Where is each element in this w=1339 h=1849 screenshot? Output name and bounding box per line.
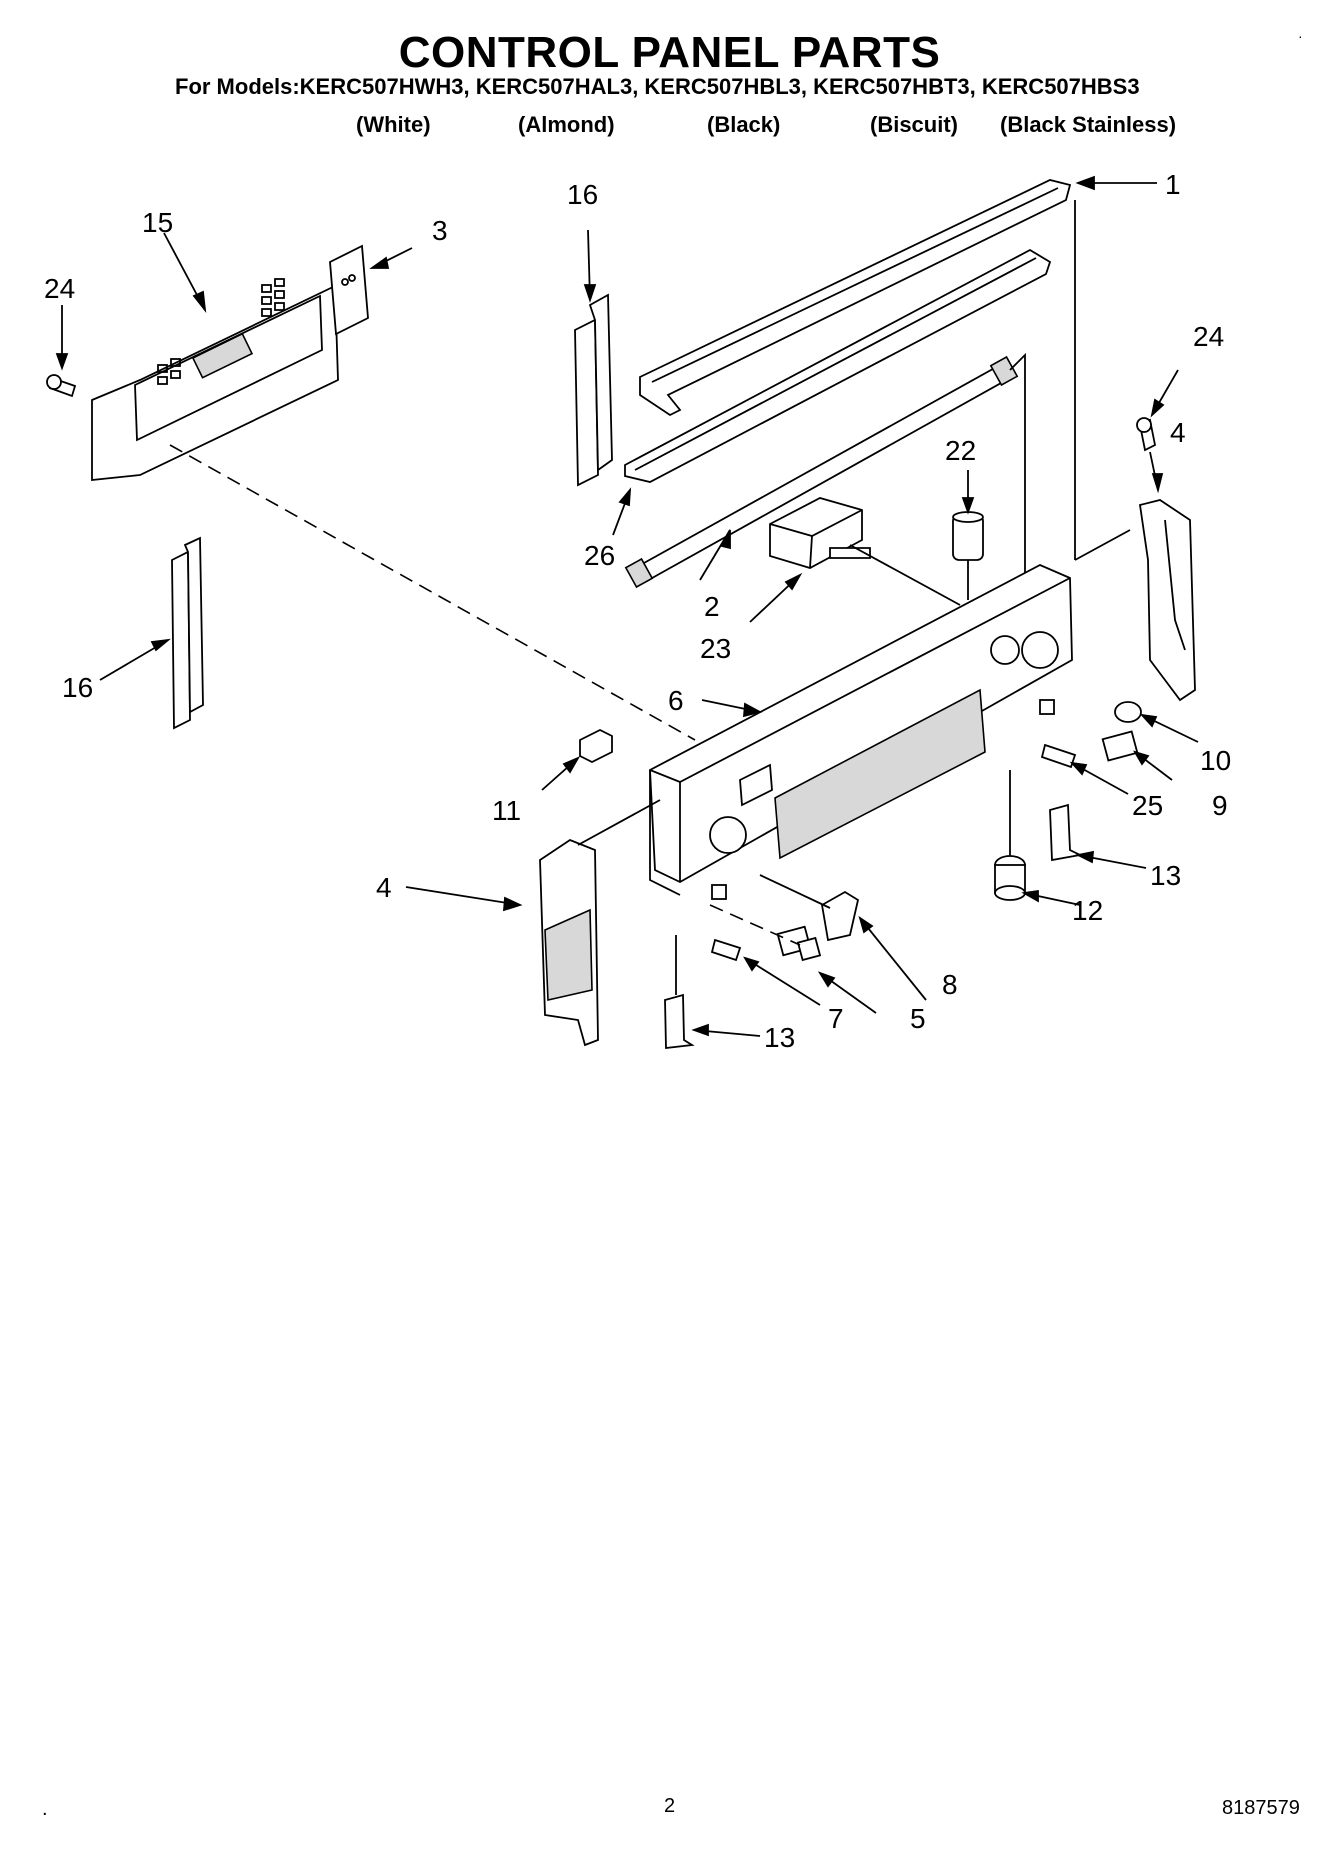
part-11-clip xyxy=(579,728,613,764)
color-label-almond: (Almond) xyxy=(518,112,615,137)
part-4-end-cap-right xyxy=(1138,499,1196,702)
part-15-electronic-control xyxy=(91,278,339,481)
part-23-ballast xyxy=(769,497,871,569)
part-12-lamp-socket xyxy=(994,770,1026,901)
part-26-trim-strip xyxy=(624,248,1052,483)
part-5-switch xyxy=(776,925,822,962)
part-4-end-cap-left xyxy=(539,838,599,1047)
callout-23: 23 xyxy=(700,633,731,664)
part-16-end-strip-lower xyxy=(171,536,204,730)
callout-15: 15 xyxy=(142,207,173,238)
part-3-bracket xyxy=(329,244,369,336)
part-9-switch xyxy=(1101,730,1139,762)
part-2-fluorescent-tube xyxy=(624,352,1026,589)
callout-22: 22 xyxy=(945,435,976,466)
color-label-black: (Black) xyxy=(707,112,781,137)
part-8-knob xyxy=(821,890,860,942)
page-title: CONTROL PANEL PARTS xyxy=(398,28,941,77)
part-7-screw xyxy=(710,938,742,962)
callout-13-right: 13 xyxy=(1150,860,1181,891)
part-6-control-panel-housing xyxy=(649,564,1073,900)
callout-25: 25 xyxy=(1132,790,1163,821)
leader-ballast-to-panel xyxy=(849,544,961,606)
color-labels: (White) (Almond) (Black) (Biscuit) (Blac… xyxy=(0,112,1339,142)
leader-left-cap xyxy=(577,799,661,846)
callout-24-left: 24 xyxy=(44,273,75,304)
part-22-capacitor xyxy=(952,511,984,600)
callout-16-upper: 16 xyxy=(567,179,598,210)
part-13-leg-left xyxy=(664,935,695,1050)
callout-4-left: 4 xyxy=(376,872,392,903)
callout-8: 8 xyxy=(942,969,958,1000)
document-number: 8187579 xyxy=(1222,1797,1300,1819)
callout-3: 3 xyxy=(432,215,448,246)
corner-mark: · xyxy=(1298,28,1303,44)
color-label-black-stainless: (Black Stainless) xyxy=(1000,112,1177,137)
footer-mark: . xyxy=(42,1798,48,1820)
part-13-leg-right xyxy=(1049,803,1083,862)
callout-16-lower: 16 xyxy=(62,672,93,703)
callout-7: 7 xyxy=(828,1003,844,1034)
part-16-end-strip-upper xyxy=(574,293,613,487)
leader-knob xyxy=(759,874,831,909)
callout-12: 12 xyxy=(1072,895,1103,926)
callout-5: 5 xyxy=(910,1003,926,1034)
part-25-screw xyxy=(1040,743,1077,769)
alignment-line-control xyxy=(169,444,696,741)
callout-24-right: 24 xyxy=(1193,321,1224,352)
part-10-grommet xyxy=(1114,701,1142,723)
callout-6: 6 xyxy=(668,685,684,716)
leader-end-cap xyxy=(1074,529,1131,561)
part-1-top-trim xyxy=(639,179,1072,417)
callout-10: 10 xyxy=(1200,745,1231,776)
color-label-white: (White) xyxy=(356,112,431,137)
callout-9: 9 xyxy=(1212,790,1228,821)
callout-13-left: 13 xyxy=(764,1022,795,1053)
callout-11: 11 xyxy=(492,795,521,826)
part-24-screw-right xyxy=(1136,417,1157,452)
callout-1: 1 xyxy=(1165,169,1181,200)
part-24-screw-left xyxy=(46,374,77,398)
callout-arrows xyxy=(55,175,1199,1037)
callout-2: 2 xyxy=(704,591,720,622)
callout-26: 26 xyxy=(584,540,615,571)
alignment-line-switch xyxy=(709,904,801,946)
models-line: For Models:KERC507HWH3, KERC507HAL3, KER… xyxy=(175,74,1140,99)
callout-4-right: 4 xyxy=(1170,417,1186,448)
page-number: 2 xyxy=(664,1795,676,1817)
color-label-biscuit: (Biscuit) xyxy=(870,112,958,137)
